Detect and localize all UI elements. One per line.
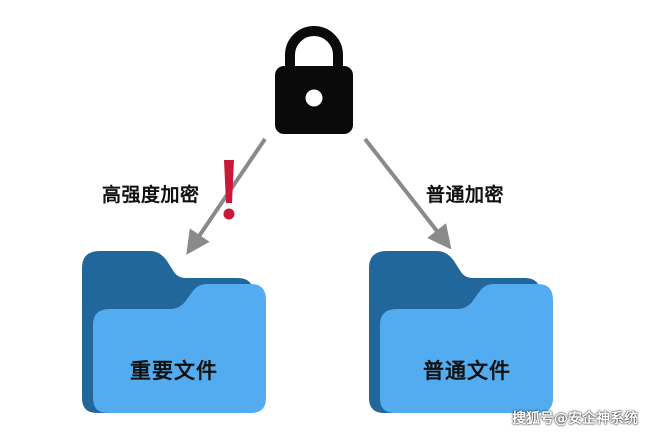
normal-encryption-label: 普通加密 [426, 184, 505, 206]
folder-icon-important [82, 251, 266, 413]
important-files-label: 重要文件 [130, 358, 218, 383]
watermark-text: 搜狐号@安企神系统 [512, 411, 638, 427]
right-arrow [363, 137, 452, 250]
exclamation-icon [223, 160, 235, 220]
strong-encryption-label: 高强度加密 [102, 184, 200, 206]
normal-files-label: 普通文件 [423, 358, 511, 383]
padlock-icon [275, 26, 353, 134]
folder-icon-normal [369, 251, 553, 413]
